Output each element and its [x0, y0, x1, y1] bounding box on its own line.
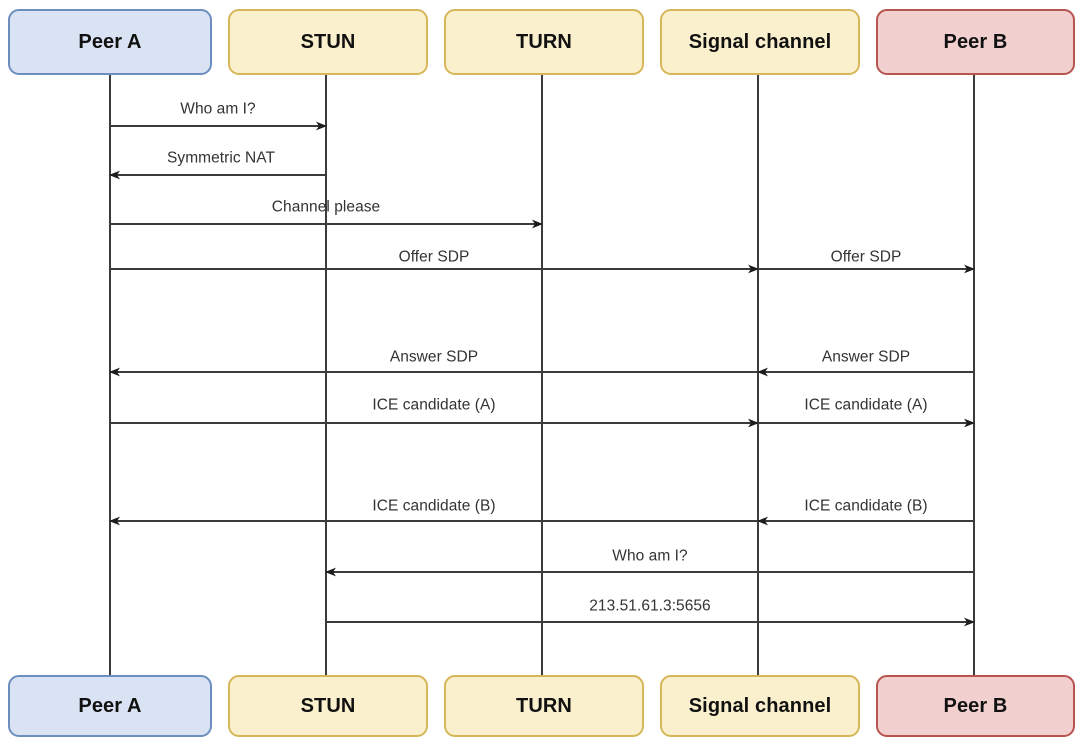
message-label-ice-candidate-b-right: ICE candidate (B) — [804, 497, 928, 515]
actor-label-peer-a: Peer A — [78, 31, 142, 53]
message-label-stun-reflexive-address: 213.51.61.3:5656 — [589, 597, 711, 615]
actor-footer-stun[interactable]: STUN — [228, 675, 428, 737]
actor-footer-signal-channel[interactable]: Signal channel — [660, 675, 860, 737]
message-label-who-am-i-a: Who am I? — [180, 100, 256, 118]
message-label-answer-sdp-b-signal: Answer SDP — [821, 348, 911, 366]
actor-label-stun: STUN — [300, 695, 356, 717]
actor-label-peer-b: Peer B — [943, 31, 1008, 53]
actor-label-peer-b: Peer B — [943, 695, 1008, 717]
actor-header-turn[interactable]: TURN — [444, 9, 644, 75]
actor-header-peer-a[interactable]: Peer A — [8, 9, 212, 75]
actor-label-turn: TURN — [516, 31, 572, 53]
message-label-symmetric-nat: Symmetric NAT — [167, 149, 275, 167]
actor-label-peer-a: Peer A — [78, 695, 142, 717]
message-label-ice-candidate-b-left: ICE candidate (B) — [372, 497, 496, 515]
actor-label-turn: TURN — [516, 695, 572, 717]
actor-label-signal-channel: Signal channel — [688, 695, 832, 717]
message-label-offer-sdp-a-signal: Offer SDP — [398, 248, 470, 266]
message-label-channel-please: Channel please — [271, 198, 381, 216]
message-label-who-am-i-b: Who am I? — [612, 547, 688, 565]
message-arrows-layer — [109, 121, 975, 627]
message-label-ice-candidate-a-right: ICE candidate (A) — [804, 396, 928, 414]
actor-footer-turn[interactable]: TURN — [444, 675, 644, 737]
message-label-answer-sdp-signal-a: Answer SDP — [389, 348, 479, 366]
message-label-ice-candidate-a-left: ICE candidate (A) — [372, 396, 496, 414]
actor-header-peer-b[interactable]: Peer B — [876, 9, 1075, 75]
actor-label-signal-channel: Signal channel — [688, 31, 832, 53]
message-label-offer-sdp-signal-b: Offer SDP — [830, 248, 902, 266]
actor-header-signal-channel[interactable]: Signal channel — [660, 9, 860, 75]
actor-header-stun[interactable]: STUN — [228, 9, 428, 75]
actor-footer-peer-a[interactable]: Peer A — [8, 675, 212, 737]
actor-label-stun: STUN — [300, 31, 356, 53]
actor-footer-peer-b[interactable]: Peer B — [876, 675, 1075, 737]
